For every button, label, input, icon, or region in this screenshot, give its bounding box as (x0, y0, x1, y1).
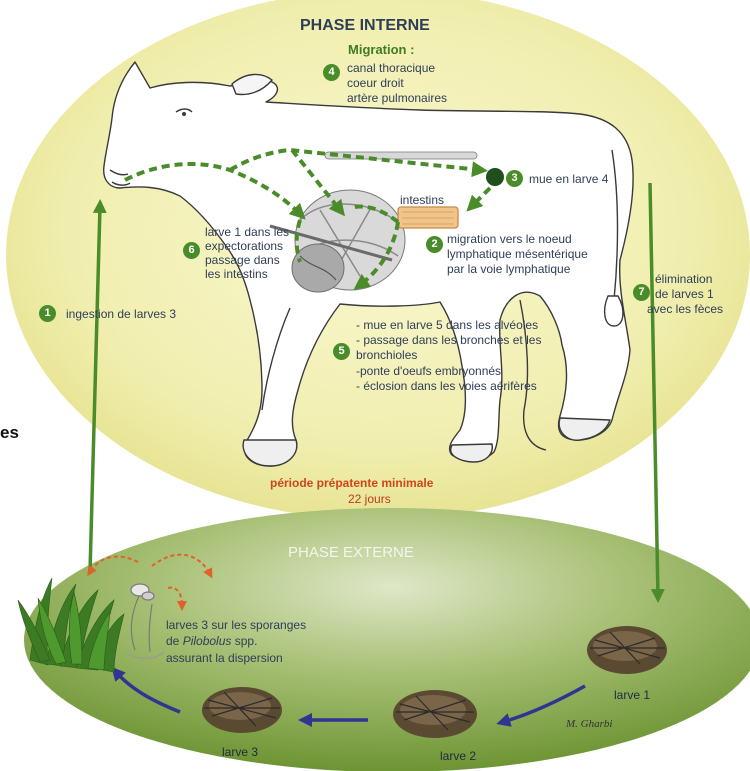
step4-badge: 4 (323, 64, 340, 81)
step5-line5: - éclosion dans les voies aérifères (356, 379, 537, 393)
intestine-icon (398, 207, 458, 228)
sporanges-line3: assurant la dispersion (166, 651, 283, 665)
larva3-label: larve 3 (222, 745, 258, 759)
dung-pile-icon (393, 690, 477, 738)
cut-off-text: es (0, 423, 19, 443)
step5-badge: 5 (333, 343, 350, 360)
sporanges-line1: larves 3 sur les sporanges (166, 618, 306, 632)
step5-line4: -ponte d'oeufs embryonnés (356, 364, 501, 378)
step6-line1: larve 1 dans les (205, 225, 289, 239)
sporanges-line2-pre: de (166, 634, 183, 648)
step6-line3: passage dans (205, 253, 280, 267)
external-phase-title: PHASE EXTERNE (288, 544, 414, 561)
prepatent-period-line2: 22 jours (348, 492, 391, 506)
step2-badge: 2 (426, 236, 443, 253)
step7-badge: 7 (633, 284, 650, 301)
step2-line3: par la voie lymphatique (447, 262, 570, 276)
internal-phase-title: PHASE INTERNE (300, 17, 430, 35)
step6-badge: 6 (183, 242, 200, 259)
step1-text: ingestion de larves 3 (66, 307, 176, 321)
step4-line2: coeur droit (347, 76, 404, 90)
step3-text: mue en larve 4 (529, 172, 608, 186)
step6-line4: les intestins (205, 267, 268, 281)
step5-line2: - passage dans les bronches et les (356, 333, 541, 347)
larva1-label: larve 1 (614, 688, 650, 702)
step5-line1: - mue en larve 5 dans les alvéoles (356, 318, 538, 332)
step7-line1: élimination (655, 272, 712, 286)
signature: M. Gharbi (566, 717, 612, 731)
step5-line3: bronchioles (356, 348, 417, 362)
step4-heading: Migration : (348, 43, 414, 57)
dung-pile-icon (587, 626, 667, 674)
step2-line1: migration vers le noeud (447, 232, 572, 246)
step6-line2: expectorations (205, 239, 283, 253)
step4-line3: artère pulmonaires (347, 91, 447, 105)
step4-line1: canal thoracique (347, 61, 435, 75)
dung-pile-icon (202, 687, 282, 733)
step2-line2: lymphatique mésentérique (447, 247, 588, 261)
step7-line2: de larves 1 (655, 287, 714, 301)
step1-badge: 1 (39, 305, 56, 322)
sporanges-line2-post: spp. (231, 634, 257, 648)
step7-line3: avec les fèces (647, 302, 723, 316)
larva2-label: larve 2 (440, 749, 476, 763)
sporanges-line2: de Pilobolus spp. (166, 634, 257, 648)
intestins-label: intestins (400, 193, 444, 207)
pilobolus-name: Pilobolus (183, 634, 232, 648)
step3-badge: 3 (506, 170, 523, 187)
prepatent-period-line1: période prépatente minimale (270, 476, 433, 490)
larva-icon (486, 168, 504, 186)
